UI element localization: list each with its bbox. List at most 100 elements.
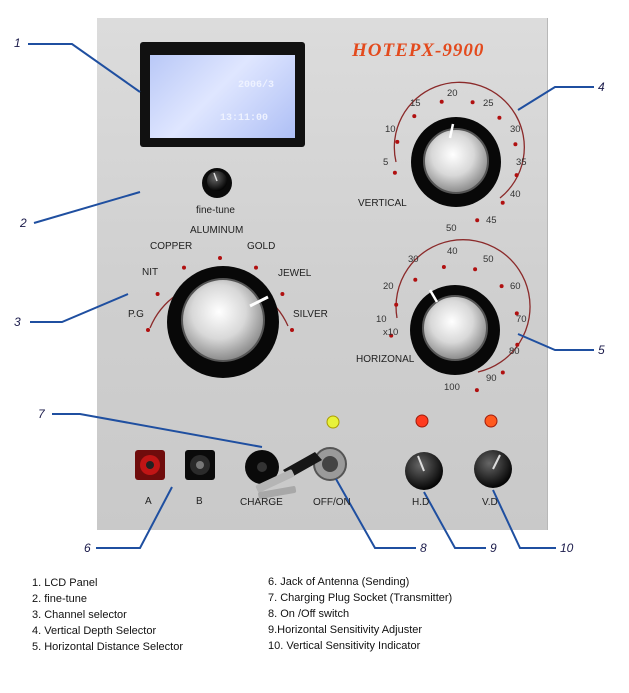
vertical-tick: 20 bbox=[447, 88, 458, 99]
tick-dot bbox=[473, 267, 478, 272]
tick-dot bbox=[513, 142, 518, 147]
channel-label-copper: COPPER bbox=[150, 241, 193, 252]
tick-dot bbox=[441, 265, 446, 269]
channel-label-pg: P.G bbox=[128, 309, 144, 320]
vertical-tick: 10 bbox=[385, 124, 396, 135]
tick-dot bbox=[500, 370, 505, 375]
tick-dot bbox=[290, 328, 294, 332]
dial-tick-marks bbox=[389, 99, 520, 393]
callout-number: 7 bbox=[38, 407, 45, 421]
tick-dot bbox=[392, 170, 397, 175]
callout-number: 10 bbox=[560, 541, 574, 555]
vd-label: V.D bbox=[482, 497, 498, 508]
vertical-dial-label: VERTICAL bbox=[358, 198, 407, 209]
callout-number: 6 bbox=[84, 541, 91, 555]
tick-dot bbox=[515, 342, 520, 347]
callout-number: 4 bbox=[598, 80, 605, 94]
hd-led bbox=[415, 414, 429, 428]
legend-item: 9.Horizontal Sensitivity Adjuster bbox=[268, 624, 423, 636]
tick-dot bbox=[475, 218, 480, 223]
tick-dot bbox=[474, 388, 479, 393]
on-off-key-switch[interactable] bbox=[255, 447, 347, 499]
tick-dot bbox=[280, 292, 285, 296]
callout-number: 8 bbox=[420, 541, 427, 555]
horizontal-tick: 20 bbox=[383, 281, 394, 292]
legend-item: 3. Channel selector bbox=[32, 609, 127, 621]
tick-dot bbox=[155, 292, 160, 296]
tick-dot bbox=[389, 333, 394, 338]
fine-tune-knob[interactable] bbox=[202, 168, 232, 198]
channel-label-gold: GOLD bbox=[247, 241, 276, 252]
legend-item: 1. LCD Panel bbox=[32, 577, 98, 589]
tick-dot bbox=[413, 277, 418, 282]
callout-number: 2 bbox=[20, 216, 27, 230]
horizontal-tick: 50 bbox=[483, 254, 494, 265]
antenna-jack-a[interactable] bbox=[135, 450, 165, 480]
vd-knob[interactable] bbox=[474, 450, 512, 488]
lcd-screen bbox=[150, 55, 295, 138]
vertical-tick: 50 bbox=[446, 223, 457, 234]
channel-selector-knob[interactable] bbox=[167, 266, 279, 378]
callout-number: 9 bbox=[490, 541, 497, 555]
tick-dot bbox=[499, 284, 504, 289]
channel-label-nit: NIT bbox=[142, 267, 159, 278]
legend-item: 8. On /Off switch bbox=[268, 608, 350, 620]
vertical-tick: 25 bbox=[483, 98, 494, 109]
vertical-tick: 15 bbox=[410, 98, 421, 109]
callout-leader-lines bbox=[28, 43, 594, 549]
antenna-jack-b[interactable] bbox=[185, 450, 215, 480]
legend-item: 7. Charging Plug Socket (Transmitter) bbox=[268, 592, 453, 604]
lcd-line-1: 2006/3 bbox=[238, 80, 275, 91]
vertical-tick: 5 bbox=[383, 157, 389, 168]
hd-label: H.D bbox=[412, 497, 430, 508]
legend-item: 5. Horizontal Distance Selector bbox=[32, 641, 184, 653]
tick-dot bbox=[470, 100, 475, 105]
charging-socket[interactable] bbox=[245, 450, 279, 484]
lcd-line-2: 13:11:00 bbox=[220, 113, 269, 124]
legend-item: 2. fine-tune bbox=[32, 593, 88, 605]
jack-a-label: A bbox=[145, 496, 152, 507]
horizontal-tick: 90 bbox=[486, 373, 497, 384]
channel-label-aluminum: ALUMINUM bbox=[190, 225, 244, 236]
horizontal-dial-knob[interactable] bbox=[410, 285, 500, 375]
tick-dot bbox=[395, 139, 400, 144]
horizontal-tick: 40 bbox=[447, 246, 458, 257]
channel-label-jewel: JEWEL bbox=[278, 268, 312, 279]
channel-selector-ticks bbox=[146, 256, 294, 332]
tick-dot bbox=[500, 200, 505, 205]
tick-dot bbox=[218, 256, 222, 260]
tick-dot bbox=[412, 114, 417, 119]
callout-number: 1 bbox=[14, 36, 21, 50]
tick-dot bbox=[146, 328, 150, 332]
legend-item: 10. Vertical Sensitivity Indicator bbox=[268, 640, 421, 652]
switch-label: OFF/ON bbox=[313, 497, 351, 508]
tick-dot bbox=[439, 99, 444, 104]
legend-item: 6. Jack of Antenna (Sending) bbox=[268, 576, 410, 588]
tick-dot bbox=[182, 265, 186, 270]
tick-dot bbox=[514, 173, 519, 178]
charge-label: CHARGE bbox=[240, 497, 283, 508]
legend-item: 4. Vertical Depth Selector bbox=[32, 625, 157, 637]
vertical-tick: 40 bbox=[510, 189, 521, 200]
horizontal-tick: 70 bbox=[516, 314, 527, 325]
horizontal-dial-label: HORIZONAL bbox=[356, 354, 415, 365]
callout-number: 3 bbox=[14, 315, 21, 329]
tick-dot bbox=[254, 265, 258, 270]
hd-knob[interactable] bbox=[405, 452, 443, 490]
vertical-dial-arc bbox=[393, 81, 525, 199]
channel-label-silver: SILVER bbox=[293, 309, 328, 320]
horizontal-tick: 80 bbox=[509, 346, 520, 357]
vertical-tick: 30 bbox=[510, 124, 521, 135]
callout-number: 5 bbox=[598, 343, 605, 357]
vertical-dial-knob[interactable] bbox=[411, 117, 501, 207]
brand-name: HOTEPX-9900 bbox=[352, 40, 485, 61]
horizontal-tick: 30 bbox=[408, 254, 419, 265]
horizontal-tick: 60 bbox=[510, 281, 521, 292]
power-led bbox=[326, 415, 340, 429]
vertical-tick: 35 bbox=[516, 157, 527, 168]
vertical-tick: 45 bbox=[486, 215, 497, 226]
jack-b-label: B bbox=[196, 496, 203, 507]
horizontal-tick: 10 bbox=[376, 314, 387, 325]
tick-dot bbox=[497, 115, 502, 120]
